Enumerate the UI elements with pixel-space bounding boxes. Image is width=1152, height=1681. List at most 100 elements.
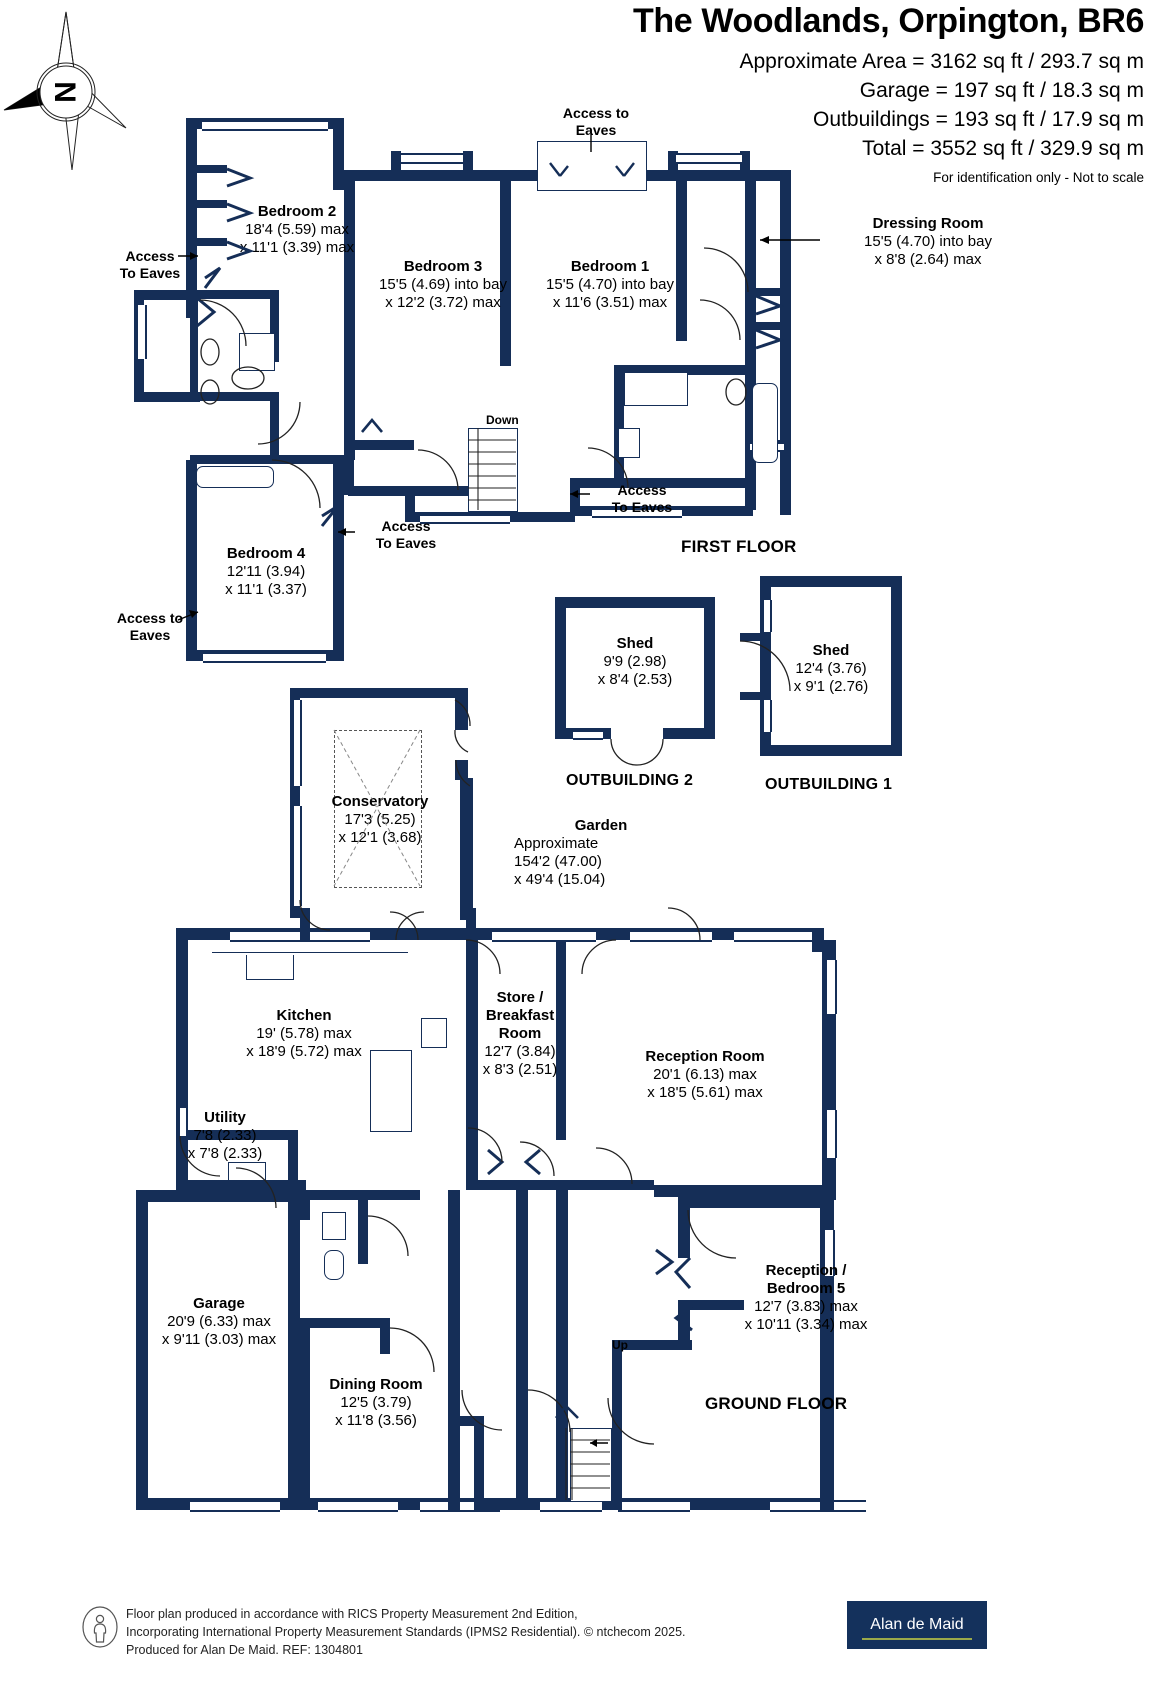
wall — [678, 1196, 690, 1258]
wall — [460, 778, 473, 920]
annotation-access-eaves-top: Access to Eaves — [562, 105, 630, 138]
window — [398, 153, 468, 164]
access-eaves-box — [537, 141, 647, 191]
outbuilding-label-1: OUTBUILDING 1 — [765, 776, 893, 793]
window — [630, 930, 712, 942]
window — [178, 1108, 188, 1136]
wall — [740, 692, 762, 700]
wall — [663, 728, 715, 739]
wall — [380, 1318, 390, 1354]
sink — [322, 1212, 346, 1240]
wall — [176, 1130, 296, 1140]
area-line-1: Approximate Area = 3162 sq ft / 293.7 sq… — [739, 50, 1145, 73]
wall — [348, 486, 468, 496]
window — [292, 700, 302, 786]
wall — [780, 170, 791, 515]
room-dim-1: 15'5 (4.69) into bay — [379, 276, 507, 293]
window — [190, 1500, 280, 1512]
room-dim-2: x 49'4 (15.04) — [514, 871, 606, 888]
room-label-reception-room: Reception Room 20'1 (6.13) max x 18'5 (5… — [594, 1048, 816, 1102]
room-dim-1: 12'11 (3.94) — [226, 563, 306, 580]
wall — [333, 118, 344, 190]
room-label-bedroom-4: Bedroom 4 12'11 (3.94) x 11'1 (3.37) — [178, 545, 354, 599]
annotation-access-eaves-bed4: Access To Eaves — [375, 518, 437, 551]
window — [762, 600, 772, 632]
room-label-bedroom-3: Bedroom 3 15'5 (4.69) into bay x 12'2 (3… — [339, 258, 547, 312]
room-dim-1: 20'9 (6.33) max — [167, 1313, 271, 1330]
window — [420, 514, 510, 524]
wall — [756, 322, 786, 330]
window — [823, 1230, 835, 1276]
footer-line-3: Produced for Alan De Maid. REF: 1304801 — [126, 1643, 363, 1658]
wall — [891, 576, 902, 756]
room-dim-1: 9'9 (2.98) — [603, 653, 667, 670]
wall — [745, 170, 790, 181]
footer-text: Floor plan produced in accordance with R… — [126, 1605, 686, 1659]
room-dim-1: 15'5 (4.70) into bay — [546, 276, 674, 293]
sink — [246, 952, 294, 980]
wall — [176, 1180, 306, 1190]
room-dim-2: x 8'4 (2.53) — [597, 671, 673, 688]
footer-line-1: Floor plan produced in accordance with R… — [126, 1607, 578, 1621]
wall — [455, 688, 468, 730]
room-dim-1: 12'7 (3.83) max — [754, 1298, 858, 1315]
wall — [516, 1190, 528, 1390]
room-label-dressing-room: Dressing Room 15'5 (4.70) into bay x 8'8… — [810, 215, 1046, 269]
wall — [190, 290, 278, 299]
bath — [196, 466, 274, 488]
bath — [752, 383, 778, 463]
wall — [614, 365, 624, 485]
room-name: Bedroom 1 — [570, 258, 650, 275]
hob — [421, 1018, 447, 1048]
island — [370, 1050, 412, 1132]
wall — [405, 496, 415, 522]
room-dim-2: x 11'1 (3.37) — [225, 581, 307, 598]
wall — [612, 1340, 622, 1510]
room-dim-1: 7'8 (2.33) — [193, 1127, 257, 1144]
room-name-line2: Breakfast — [485, 1007, 555, 1024]
wall — [300, 1318, 310, 1510]
shower-tray — [624, 372, 688, 406]
person-icon — [82, 1606, 118, 1648]
room-name-line1: Reception / — [765, 1262, 847, 1279]
window — [203, 652, 326, 663]
area-line-3: Outbuildings = 193 sq ft / 17.9 sq m — [813, 108, 1144, 131]
room-name: Bedroom 2 — [257, 203, 337, 220]
room-name-line2: Bedroom 5 — [766, 1280, 846, 1297]
wall — [288, 1130, 298, 1192]
window — [825, 960, 837, 1014]
room-name-line3: Room — [498, 1025, 542, 1042]
floor-label-first: FIRST FLOOR — [681, 537, 797, 556]
room-dim-1: 18'4 (5.59) max — [245, 221, 349, 238]
wall — [333, 460, 344, 661]
wall — [740, 151, 750, 181]
annotation-down: Down — [486, 413, 519, 427]
window — [734, 930, 812, 942]
room-dim-1: 154'2 (47.00) — [514, 853, 602, 870]
wall — [197, 238, 227, 246]
wall — [278, 455, 344, 464]
wall — [678, 1196, 834, 1208]
wall — [448, 1190, 460, 1390]
wall — [745, 170, 756, 510]
window — [618, 1500, 690, 1512]
room-label-shed-2: Shed 9'9 (2.98) x 8'4 (2.53) — [548, 635, 722, 689]
wall — [463, 151, 473, 181]
wall — [704, 597, 715, 739]
room-dim-2: x 8'8 (2.64) max — [874, 251, 982, 268]
wall — [668, 151, 678, 181]
room-name: Bedroom 4 — [226, 545, 306, 562]
room-dim-2: x 8'3 (2.51) — [482, 1061, 558, 1078]
wall — [190, 392, 278, 401]
window — [492, 930, 596, 942]
worktop — [212, 952, 408, 955]
window — [770, 1500, 866, 1512]
wall — [556, 940, 566, 1140]
wall — [344, 170, 544, 181]
window — [592, 508, 682, 518]
svg-text:N: N — [50, 81, 83, 103]
wall — [555, 597, 566, 739]
room-dim-2: x 18'9 (5.72) max — [246, 1043, 362, 1060]
window — [825, 1110, 837, 1158]
wall — [570, 478, 748, 488]
